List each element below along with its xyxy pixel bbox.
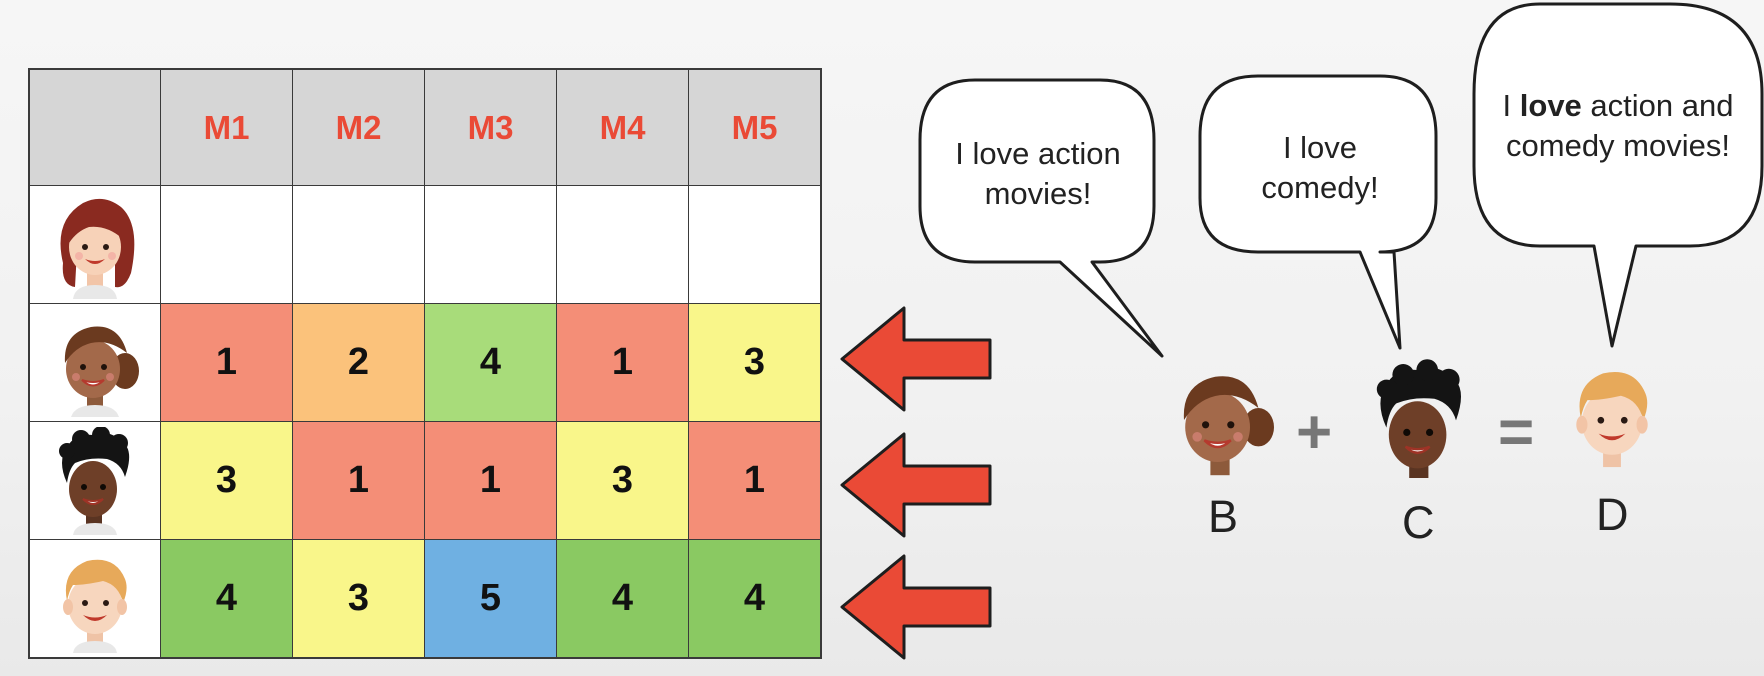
rating-cell (689, 186, 820, 303)
rating-cell: 4 (425, 304, 556, 421)
rating-cell: 1 (425, 422, 556, 539)
rating-cell (293, 186, 424, 303)
speech-bubble-1-text: I love action movies! (930, 134, 1146, 214)
rating-cell: 3 (161, 422, 292, 539)
label-d: D (1596, 489, 1629, 540)
bubble-2-line-1: I love (1282, 130, 1358, 165)
rating-cell: 5 (425, 540, 556, 657)
header-movie-1: M1 (161, 70, 292, 185)
left-arrow-icon (838, 552, 994, 662)
header-movie-5: M5 (689, 70, 820, 185)
bubble-3-line-2: comedy movies! (1506, 128, 1730, 163)
speech-bubble-3-text: I love action and comedy movies! (1476, 86, 1760, 166)
bubble-3-bold: love (1519, 88, 1582, 123)
equals-operator: = (1498, 398, 1535, 467)
rating-cell (557, 186, 688, 303)
label-b: B (1208, 491, 1239, 542)
header-movie-3: M3 (425, 70, 556, 185)
blond-man-face-icon (1556, 360, 1668, 476)
rating-cell: 1 (161, 304, 292, 421)
plus-operator: + (1296, 398, 1333, 467)
bubble-3-post: action and (1581, 88, 1734, 123)
left-arrow-icon (838, 304, 994, 414)
rating-cell: 1 (293, 422, 424, 539)
left-arrow-icon (838, 430, 994, 540)
rating-cell (425, 186, 556, 303)
header-corner (30, 70, 160, 185)
bubble-2-line-2: comedy! (1261, 170, 1379, 205)
speech-bubble-2-text: I love comedy! (1210, 128, 1430, 208)
rating-cell: 2 (293, 304, 424, 421)
rating-cell: 1 (557, 304, 688, 421)
rating-cell: 1 (689, 422, 820, 539)
woman-long-hair-face-icon (30, 186, 160, 303)
man-afro-face-icon (1360, 358, 1480, 490)
rating-cell: 4 (161, 540, 292, 657)
rating-cell: 4 (689, 540, 820, 657)
bubble-3-pre: I (1502, 88, 1520, 123)
ratings-table: M1 M2 M3 M4 M5 1 2 (28, 68, 822, 659)
rating-cell (161, 186, 292, 303)
speech-bubble-3 (1472, 2, 1764, 348)
speech-bubble-2 (1198, 74, 1438, 350)
blond-man-face-icon (30, 540, 160, 657)
rating-cell: 3 (293, 540, 424, 657)
label-c: C (1402, 497, 1435, 548)
header-movie-2: M2 (293, 70, 424, 185)
woman-curly-hair-face-icon (1160, 360, 1280, 480)
header-movie-4: M4 (557, 70, 688, 185)
rating-cell: 3 (557, 422, 688, 539)
bubble-1-line-2: movies! (984, 176, 1092, 211)
bubble-3-line-1: I love action and (1476, 86, 1760, 126)
bubble-1-line-1: I love action (955, 136, 1121, 171)
rating-cell: 4 (557, 540, 688, 657)
rating-cell: 3 (689, 304, 820, 421)
man-afro-face-icon (30, 422, 160, 539)
woman-curly-hair-face-icon (30, 304, 160, 421)
